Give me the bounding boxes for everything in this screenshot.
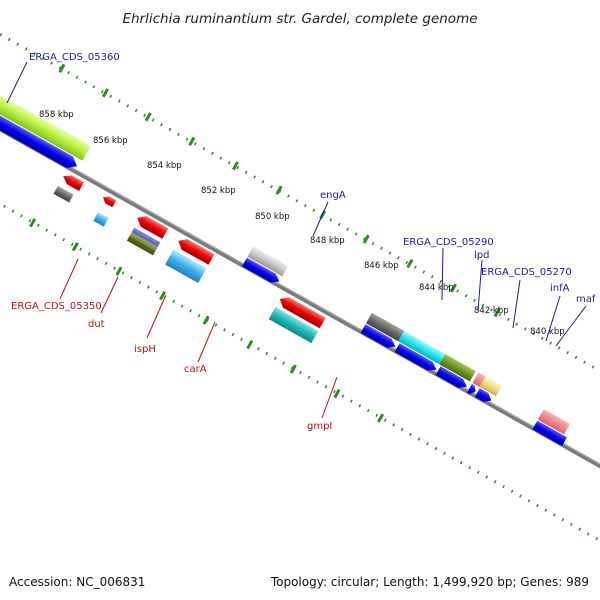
scale-labels: 858 kbp 856 kbp 854 kbp 852 kbp 850 kbp …: [39, 110, 565, 337]
feature-maf-cog[interactable]: [479, 376, 502, 397]
scale-label: 848 kbp: [310, 236, 345, 246]
feature-gmpI-cog[interactable]: [268, 306, 319, 344]
feature-partial-cog[interactable]: [537, 409, 570, 435]
inner-scale-ticks: [0, 138, 600, 582]
gene-label-ispH[interactable]: ispH: [134, 344, 156, 355]
cds-ERGA_CDS_05290-forward[interactable]: [360, 324, 398, 351]
scale-label: 840 kbp: [530, 327, 565, 337]
gene-label-carA[interactable]: carA: [184, 364, 207, 375]
feature-engA-cog[interactable]: [247, 246, 289, 277]
scale-label: 850 kbp: [255, 212, 290, 222]
gene-label-engA[interactable]: engA: [320, 190, 346, 201]
gene-label-ERGA_CDS_05360[interactable]: ERGA_CDS_05360: [29, 52, 120, 63]
scale-label: 846 kbp: [364, 261, 399, 271]
cds-ERGA_CDS_05270-forward[interactable]: [435, 366, 470, 391]
cds-carA-reverse[interactable]: [175, 236, 215, 265]
cds-lpd-forward[interactable]: [394, 343, 439, 374]
reverse-gene-labels: ERGA_CDS_05350 dut ispH carA gmpI: [11, 258, 338, 432]
gene-label-ERGA_CDS_05350[interactable]: ERGA_CDS_05350: [11, 301, 102, 312]
feature-infA-cog[interactable]: [472, 372, 486, 387]
feature-ERGA_CDS_05360-cog[interactable]: [0, 78, 91, 161]
cds-ispH-reverse[interactable]: [134, 213, 169, 239]
scale-label: 842 kbp: [474, 306, 509, 316]
genome-backbone: [0, 80, 600, 526]
scale-label: 844 kbp: [419, 283, 454, 293]
genome-track: [0, 9, 600, 582]
feature-dut-cog[interactable]: [93, 212, 109, 227]
cds-engA-forward[interactable]: [242, 257, 282, 286]
cds-partial-forward[interactable]: [532, 420, 568, 446]
gene-label-dut[interactable]: dut: [88, 319, 105, 330]
cds-ERGA_CDS_05360-forward[interactable]: [0, 93, 80, 172]
outer-scale-ticks: [0, 9, 600, 453]
feature-ERGA_CDS_05290-cog[interactable]: [366, 312, 405, 342]
cds-infA-forward[interactable]: [467, 383, 478, 396]
gene-label-ERGA_CDS_05270[interactable]: ERGA_CDS_05270: [481, 267, 572, 278]
scale-label: 854 kbp: [147, 161, 182, 171]
gene-label-maf[interactable]: maf: [576, 294, 596, 305]
feature-ispH-cog[interactable]: [126, 227, 161, 256]
gene-label-infA[interactable]: infA: [550, 283, 570, 294]
forward-gene-labels: ERGA_CDS_05360 engA ERGA_CDS_05290 lpd E…: [6, 52, 596, 347]
cds-dut-reverse[interactable]: [101, 194, 117, 208]
scale-label: 852 kbp: [201, 186, 236, 196]
gene-label-ERGA_CDS_05290[interactable]: ERGA_CDS_05290: [403, 237, 494, 248]
scale-label: 856 kbp: [93, 136, 128, 146]
map-title: Ehrlichia ruminantium str. Gardel, compl…: [122, 11, 477, 27]
cds-ERGA_CDS_05350-reverse[interactable]: [61, 172, 85, 191]
genome-summary-text: Topology: circular; Length: 1,499,920 bp…: [270, 575, 589, 589]
gene-label-lpd[interactable]: lpd: [474, 250, 489, 261]
gene-label-gmpI[interactable]: gmpI: [307, 421, 332, 432]
feature-ERGA_CDS_05270-cog[interactable]: [439, 353, 476, 382]
feature-ERGA_CDS_05350-cog[interactable]: [53, 185, 74, 203]
accession-text: Accession: NC_006831: [9, 575, 145, 589]
scale-label: 858 kbp: [39, 110, 74, 120]
cds-gmpI-reverse[interactable]: [277, 294, 326, 329]
cds-maf-forward[interactable]: [474, 388, 494, 405]
feature-carA-cog[interactable]: [165, 249, 207, 284]
feature-lpd-cog[interactable]: [398, 330, 446, 365]
